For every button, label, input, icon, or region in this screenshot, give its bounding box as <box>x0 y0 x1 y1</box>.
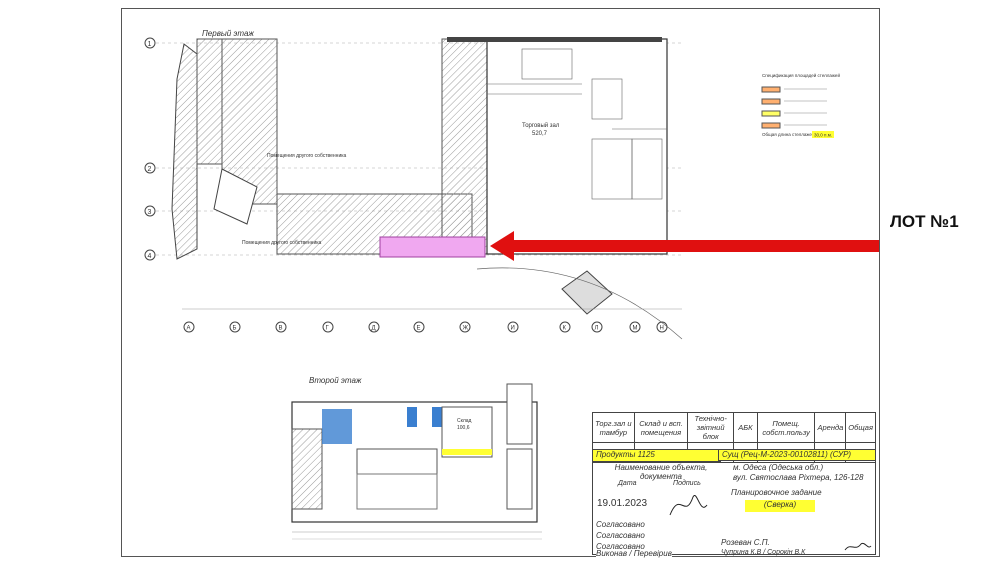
second-floor-title: Второй этаж <box>309 376 362 385</box>
grid-col-label: И <box>511 326 515 332</box>
grid-col-label: Ж <box>463 326 469 332</box>
signature-mark <box>669 494 708 516</box>
grid-row-label: 4 <box>148 253 152 260</box>
location-street: вул. Святослава Ріхтера, 126-128 <box>733 473 864 482</box>
legend-total-value: 30,0 п.м. <box>814 133 832 138</box>
floor-plan-drawing: Первый этаж 1 2 3 4 Помещения другого со… <box>144 29 879 540</box>
doc-status: (Сверка) <box>745 500 815 512</box>
grid-row-label: 1 <box>148 41 152 48</box>
table-header: Аренда <box>814 412 847 443</box>
table-header: Общая <box>845 412 876 443</box>
grid-col-label: Е <box>417 326 421 332</box>
grid-rows: 1 2 3 4 <box>144 37 156 261</box>
title-block: Продукты 1125 Сущ (Рец-М-2023-00102811) … <box>592 449 876 558</box>
truck-icon <box>561 270 613 315</box>
trade-hall-area: 520,7 <box>532 131 548 137</box>
table-header: Склад и всп. помещения <box>633 412 689 443</box>
grid-col-label: Н <box>660 326 664 332</box>
grid-row-label: 2 <box>148 166 152 173</box>
shelf-legend: Спецификация площадей стеллажей Общая дл… <box>761 72 840 138</box>
location-city: м. Одеса (Одеська обл.) <box>733 463 824 472</box>
doc-date: 19.01.2023 <box>597 498 648 509</box>
lot-arrow <box>490 231 879 261</box>
trade-hall-label: Торговый зал <box>522 122 560 129</box>
drawing-sheet: Первый этаж 1 2 3 4 Помещения другого со… <box>121 8 880 557</box>
grid-col-label: М <box>633 326 638 332</box>
table-header: Торг.зал и тамбур <box>592 412 635 443</box>
room-label: Помещения другого собственника <box>242 240 322 246</box>
approved-label: Согласовано <box>596 542 645 551</box>
person-2: Чуприна К.В / Сорокін В.К <box>721 549 806 556</box>
grid-col-label: Л <box>595 326 599 332</box>
first-floor-title: Первый этаж <box>202 29 254 38</box>
executor-label: Виконав / Перевірив <box>596 549 672 558</box>
grid-col-label: Д <box>372 326 376 332</box>
signature-label: Подпись <box>673 480 701 487</box>
first-floor-plan: Помещения другого собственника Помещения… <box>171 37 683 340</box>
legend-total-label: Общая длина стеллажей <box>762 131 815 137</box>
signature-mark <box>844 542 872 551</box>
grid-col-label: Г <box>326 326 330 332</box>
grid-col-label: В <box>279 326 283 332</box>
name-label: Наименование объекта, документа <box>614 463 708 481</box>
grid-row-label: 3 <box>148 209 152 216</box>
approved-label: Согласовано <box>596 520 645 529</box>
table-header: Помещ. собст.пользу <box>756 412 816 443</box>
table-header: АБК <box>732 412 758 443</box>
grid-col-label: Б <box>233 326 237 332</box>
lot-label: ЛОТ №1 <box>890 212 959 231</box>
lot-area <box>379 236 486 258</box>
doc-name: Планировочное задание <box>731 488 822 497</box>
grid-cols: А Б В Г Д Е Ж И К Л М Н <box>182 308 682 333</box>
table-header: Технічно-звітний блок <box>687 412 734 443</box>
second-floor-plan: Склад 100,6 <box>291 383 542 540</box>
project-name: Продукты 1125 <box>593 450 721 462</box>
date-label: Дата <box>618 480 637 487</box>
approved-label: Согласовано <box>596 531 645 540</box>
grid-col-label: К <box>563 326 567 332</box>
project-code: Сущ (Рец-М-2023-00102811) (СУР) <box>718 450 875 461</box>
warehouse-area: 100,6 <box>457 425 470 431</box>
person-1: Розеван С.П. <box>721 538 770 547</box>
room-label: Помещения другого собственника <box>267 153 347 159</box>
warehouse-label: Склад <box>457 418 472 424</box>
legend-title: Спецификация площадей стеллажей <box>762 72 840 78</box>
table-row: Торг.зал и тамбур Склад и всп. помещения… <box>592 412 876 443</box>
grid-col-label: А <box>187 326 191 332</box>
